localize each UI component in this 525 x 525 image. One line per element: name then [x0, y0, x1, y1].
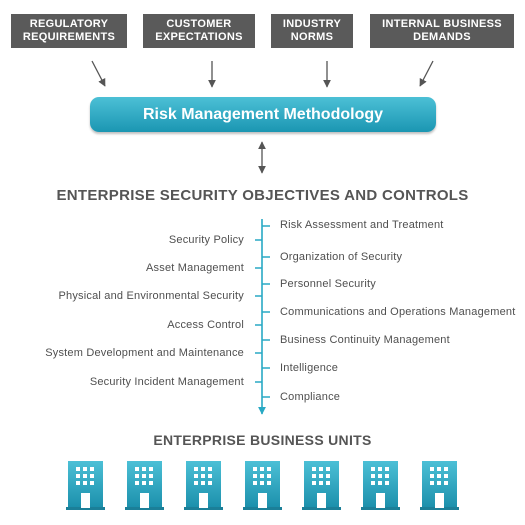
control-right: Compliance — [280, 391, 341, 403]
control-right: Risk Assessment and Treatment — [280, 219, 444, 231]
control-left: Physical and Environmental Security — [58, 290, 244, 302]
input-box-customer: CUSTOMER EXPECTATIONS — [143, 14, 255, 48]
control-left: Security Incident Management — [89, 376, 244, 388]
control-right: Intelligence — [280, 362, 339, 374]
input-box-regulatory: REGULATORY REQUIREMENTS — [11, 14, 127, 48]
control-left: Security Policy — [168, 234, 244, 246]
arrow-internal — [419, 60, 434, 87]
objectives-title: ENTERPRISE SECURITY OBJECTIVES AND CONTR… — [56, 187, 469, 204]
control-right: Personnel Security — [280, 278, 376, 290]
control-right: Business Continuity Management — [280, 334, 450, 346]
building-icon — [184, 461, 223, 510]
control-left: System Development and Maintenance — [45, 347, 244, 359]
control-left: Asset Management — [146, 262, 244, 274]
arrow-regulatory — [91, 60, 106, 87]
building-icon — [420, 461, 459, 510]
building-icon — [302, 461, 341, 510]
input-box-internal: INTERNAL BUSINESS DEMANDS — [370, 14, 514, 48]
control-right: Communications and Operations Management — [280, 306, 516, 318]
business-units-title: ENTERPRISE BUSINESS UNITS — [153, 432, 372, 448]
building-icon — [125, 461, 164, 510]
methodology-banner: Risk Management Methodology — [90, 97, 436, 132]
building-icon — [66, 461, 105, 510]
building-icon — [361, 461, 400, 510]
input-box-industry: INDUSTRY NORMS — [271, 14, 353, 48]
control-right: Organization of Security — [280, 251, 403, 263]
building-icon — [243, 461, 282, 510]
control-left: Access Control — [167, 319, 244, 331]
